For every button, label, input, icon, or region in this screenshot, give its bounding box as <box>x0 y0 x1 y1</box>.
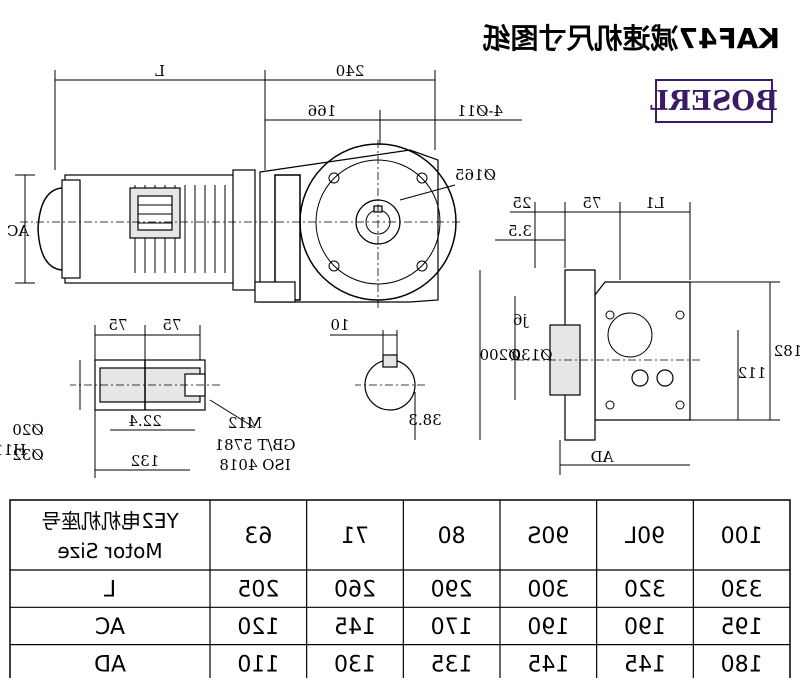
dim-132: 132 <box>131 452 160 470</box>
bolt-standard-iso: ISO 4018 <box>219 456 290 474</box>
table-cell: 190 <box>527 615 569 640</box>
table-row-label: AC <box>95 615 125 640</box>
table-cell: 145 <box>334 615 376 640</box>
table-header-size: 90S <box>527 524 569 549</box>
table-header-size: 71 <box>341 524 369 549</box>
table-cell: 300 <box>527 578 569 603</box>
brand-logo-text: BOSERL <box>650 86 778 117</box>
brand-box <box>655 79 773 123</box>
dim-22-4: 22.4 <box>128 412 161 430</box>
table-header-size: 80 <box>438 524 466 549</box>
table-header-label-en: Motor Size <box>57 539 162 563</box>
dim-32: Ø32 <box>12 446 43 464</box>
tol-H11: H11 <box>0 441 26 459</box>
table-cell: 190 <box>624 615 666 640</box>
dim-20: Ø20 <box>12 421 43 439</box>
tol-j6: j6 <box>513 311 529 329</box>
table-header-label-cn: YE2电机机座号 <box>41 509 180 533</box>
hollow-shaft-section <box>70 354 425 411</box>
table-header-size: 100 <box>721 524 763 549</box>
main-front-view <box>20 140 460 310</box>
table-cell: 145 <box>624 652 666 677</box>
dim-75-shaft-a: 75 <box>162 316 181 334</box>
table-cell: 130 <box>334 652 376 677</box>
table-cell: 330 <box>721 578 763 603</box>
dim-75-side: 75 <box>582 194 601 212</box>
dim-130: Ø130 <box>512 346 553 364</box>
dim-AC: AC <box>7 222 30 240</box>
side-view <box>510 269 700 441</box>
dim-75-shaft-b: 75 <box>108 316 127 334</box>
side-view-dimensions: L1 75 25 3.5 Ø200 Ø130 j6 182 112 AD <box>479 194 800 475</box>
table-cell: 120 <box>237 615 279 640</box>
dim-AD: AD <box>591 448 615 466</box>
table-cell: 320 <box>624 578 666 603</box>
table-cell: 195 <box>721 615 763 640</box>
dim-112: 112 <box>738 364 767 382</box>
dim-200: Ø200 <box>480 346 521 364</box>
dim-182: 182 <box>774 342 800 360</box>
dim-L: L <box>155 62 165 80</box>
dim-25: 25 <box>512 194 531 212</box>
table-cell: 290 <box>431 578 473 603</box>
dim-38-3: 38.3 <box>408 411 441 429</box>
shaft-dimensions: 75 75 10 22.4 Ø20 Ø32 H11 132 38.3 M12 G… <box>0 316 442 478</box>
table-row-label: L <box>103 578 116 603</box>
table-cell: 145 <box>527 652 569 677</box>
table-header-size: 63 <box>244 524 272 549</box>
table-cell: 110 <box>237 652 279 677</box>
main-view-dimensions: L 240 166 4-Ø11 Ø165 AC <box>7 62 522 284</box>
dim-166: 166 <box>308 102 337 120</box>
table-cell: 170 <box>431 615 473 640</box>
table-cell: 180 <box>721 652 763 677</box>
table-cell: 205 <box>237 578 279 603</box>
drawing-title: KAF47减速机尺寸图纸 <box>483 22 780 55</box>
table-cell: 260 <box>334 578 376 603</box>
table-row-label: AD <box>94 652 126 677</box>
bolt-thread: M12 <box>228 414 262 432</box>
dim-240: 240 <box>336 62 365 80</box>
dim-4-holes: 4-Ø11 <box>457 102 503 120</box>
dim-165: Ø165 <box>455 166 496 184</box>
table-cell: 135 <box>431 652 473 677</box>
dim-L1: L1 <box>645 194 665 212</box>
dim-3-5: 3.5 <box>508 222 532 240</box>
table-header-size: 90L <box>624 524 665 549</box>
bolt-standard-gb: GB/T 5781 <box>214 436 295 454</box>
dim-10: 10 <box>330 316 349 334</box>
